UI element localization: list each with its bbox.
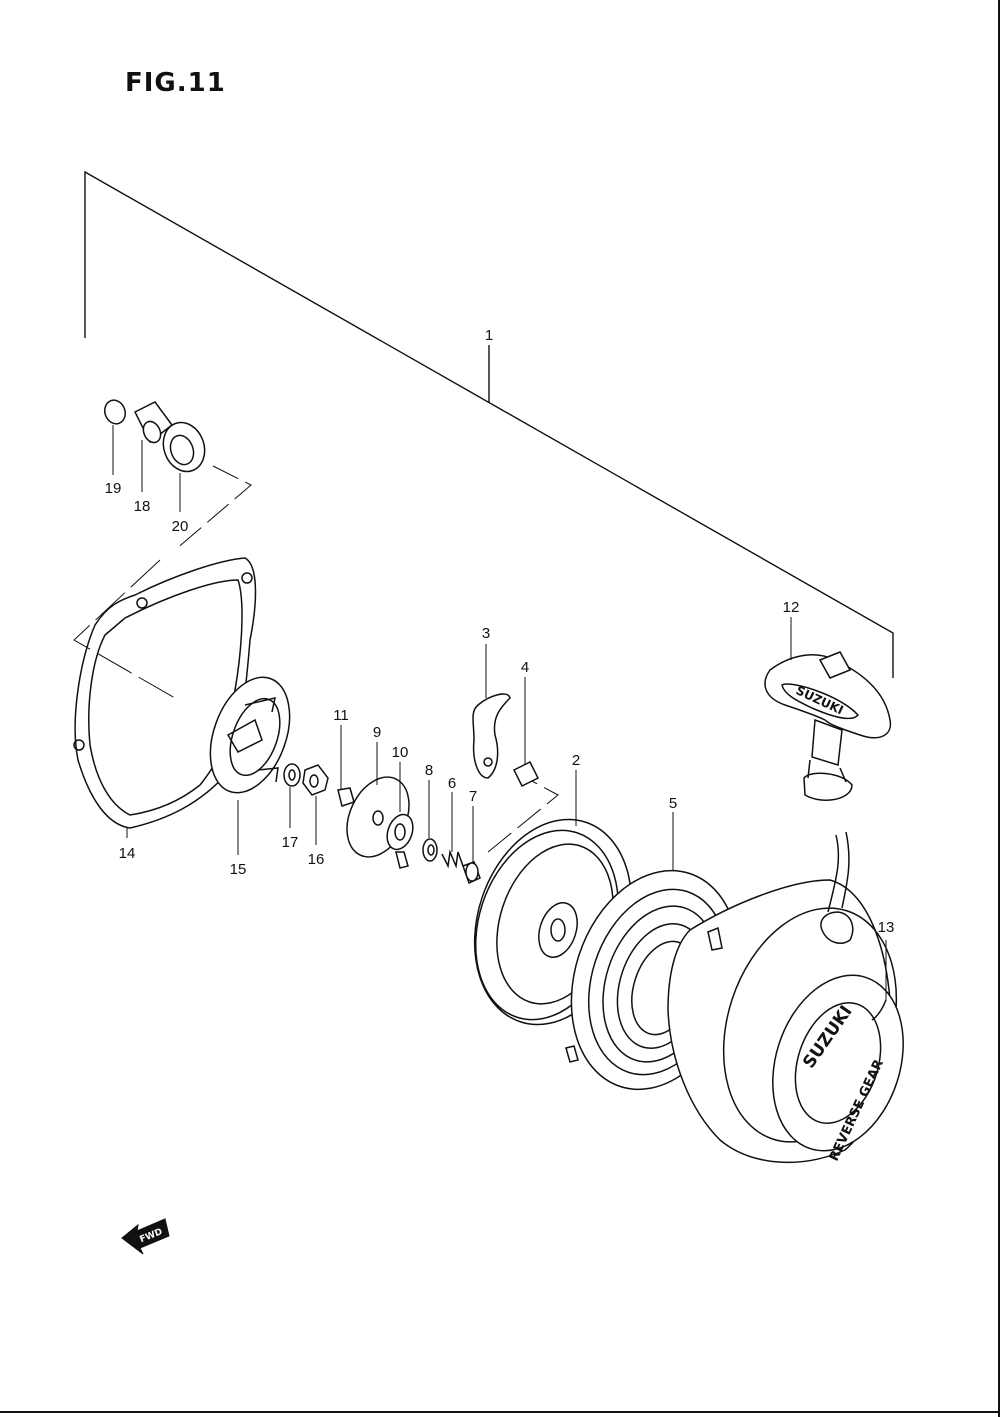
page-border-right [998,0,1000,1417]
page-border-bottom [0,1411,1000,1413]
part-12-handle: SUZUKI [764,617,892,801]
part-14-gasket [73,557,257,838]
callout-3: 3 [482,625,490,642]
callout-19: 19 [105,480,122,497]
callout-1: 1 [485,327,493,344]
assembly-bracket [84,170,894,678]
callout-13: 13 [878,919,895,936]
callout-labels: 1 2 3 4 5 6 7 8 9 10 11 12 13 14 15 16 1… [105,327,895,936]
part-13-case: SUZUKI REVERSE GEAR [565,831,904,1164]
locator-lines [73,465,559,853]
part-11-bolt [337,725,355,807]
part-4-pin [512,677,540,788]
callout-6: 6 [448,775,456,792]
callout-7: 7 [469,788,477,805]
callout-15: 15 [230,861,247,878]
part-7-collar [462,806,481,885]
part-18-bushing [133,401,174,492]
callout-10: 10 [392,744,409,761]
part-20-oil-seal [162,421,206,512]
part-10-guide [386,762,414,869]
callout-12: 12 [783,599,800,616]
callout-9: 9 [373,724,381,741]
callout-4: 4 [521,659,529,676]
callout-16: 16 [308,851,325,868]
callout-2: 2 [572,752,580,769]
callout-20: 20 [172,518,189,535]
part-17-washer [283,763,301,828]
fwd-arrow-icon: FWD [121,1218,170,1255]
figure-title: FIG.11 [125,68,226,98]
callout-5: 5 [669,795,677,812]
callout-11: 11 [333,707,349,724]
callout-8: 8 [425,762,433,779]
part-15-pawl-plate [209,676,291,855]
callout-18: 18 [134,498,151,515]
callout-17: 17 [282,834,299,851]
part-16-nut [302,764,329,845]
part-8-washer [422,780,438,862]
part-19-o-ring [103,399,127,475]
part-6-spring [441,792,464,869]
callout-14: 14 [119,845,136,862]
part-3-ratchet [472,644,511,779]
